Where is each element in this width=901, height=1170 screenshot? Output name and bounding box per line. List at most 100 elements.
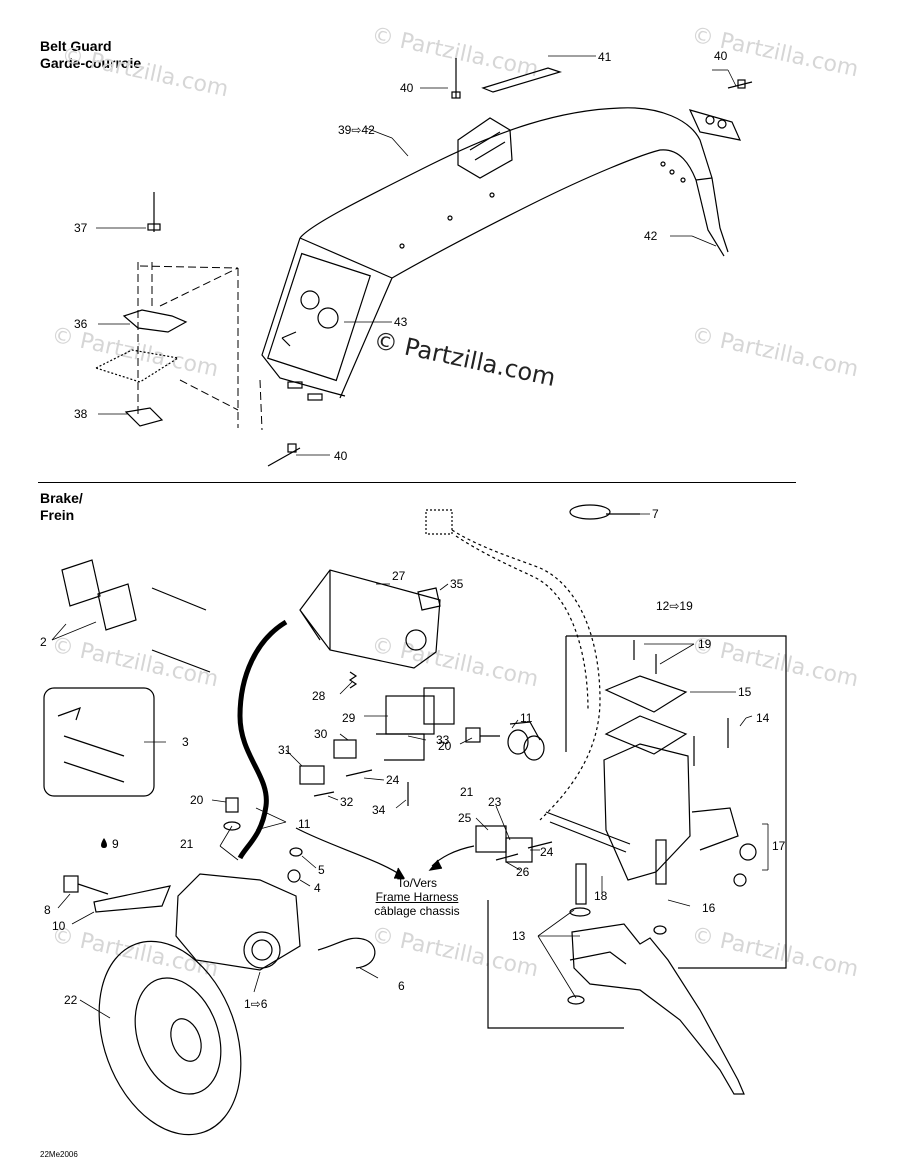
callout-37: 37 — [74, 221, 88, 235]
brake-title-fr: Frein — [40, 507, 75, 523]
pin-lower — [151, 649, 211, 673]
callout-21: 21 — [460, 785, 474, 799]
harness-note-line2: Frame Harness — [375, 890, 459, 904]
callout-17: 17 — [772, 839, 786, 853]
callout-11: 11 — [520, 711, 533, 725]
reservoir-diaphragm — [604, 715, 688, 755]
section-divider — [38, 482, 796, 483]
callout-1-6: 1⇨6 — [244, 997, 268, 1011]
callout-24: 24 — [540, 845, 554, 859]
banjo-bolt-20b — [465, 727, 481, 743]
callout-38: 38 — [74, 407, 88, 421]
callout-27: 27 — [392, 569, 406, 583]
switch-29 — [385, 687, 455, 735]
callout-21: 21 — [180, 837, 194, 851]
belt-guard-title-fr: Garde-courroie — [40, 55, 142, 71]
callout-42: 42 — [644, 229, 658, 243]
rivet-40-right — [727, 79, 753, 89]
spring-28 — [348, 671, 358, 689]
callout-34: 34 — [372, 803, 386, 817]
brake-pads-2 — [61, 559, 137, 631]
callout-28: 28 — [312, 689, 326, 703]
callout-29: 29 — [342, 711, 356, 725]
washer-21b — [507, 729, 529, 755]
callout-14: 14 — [756, 711, 770, 725]
bolt-37 — [147, 192, 161, 232]
callout-36: 36 — [74, 317, 88, 331]
fitting-5 — [289, 847, 303, 857]
connector-30 — [333, 739, 357, 759]
callout-35: 35 — [450, 577, 464, 591]
callout-33: 33 — [436, 733, 450, 747]
callout-32: 32 — [340, 795, 354, 809]
callout-4: 4 — [314, 881, 321, 895]
master-cylinder-frame — [566, 635, 787, 969]
belt-guard-title: Belt Guard Garde-courroie — [40, 38, 141, 72]
harness-note-line1: To/Vers — [396, 876, 438, 890]
callout-15: 15 — [738, 685, 752, 699]
frame-harness-note: To/Vers Frame Harness câblage chassis — [362, 876, 472, 918]
callout-19: 19 — [698, 637, 712, 651]
belt-guard-drawing — [261, 107, 742, 401]
callout-25: 25 — [458, 811, 472, 825]
bracket-33 — [376, 733, 425, 761]
harness-arrow — [295, 827, 403, 877]
brake-title: Brake/ Frein — [40, 490, 83, 524]
terminal-26 — [495, 853, 519, 861]
callout-20: 20 — [438, 739, 452, 753]
rivet-40-bottom — [267, 443, 301, 467]
decal-41 — [481, 67, 562, 93]
callout-13: 13 — [512, 929, 526, 943]
callout-9: 9 — [112, 837, 119, 851]
callout-18: 18 — [594, 889, 608, 903]
callout-6: 6 — [398, 979, 405, 993]
fitting-11b — [509, 721, 541, 741]
callout-39: 39⇨42 — [338, 123, 375, 137]
harness-wire-2 — [455, 535, 589, 711]
callout-7: 7 — [652, 507, 659, 521]
banjo-bolt-20a — [225, 797, 239, 813]
bracket-10 — [93, 885, 171, 913]
callout-11: 11 — [298, 817, 311, 831]
master-cylinder-body — [603, 743, 691, 881]
pin-upper — [151, 587, 207, 611]
callout-2: 2 — [40, 635, 47, 649]
alignment-lines — [137, 262, 263, 431]
reservoir-cap-15 — [604, 675, 688, 713]
bracket-36 — [122, 309, 188, 333]
brake-lever — [571, 923, 745, 1095]
brake-disc-22 — [98, 940, 242, 1136]
harness-note-line3: câblage chassis — [374, 904, 460, 918]
callout-8: 8 — [44, 903, 51, 917]
callout-16: 16 — [702, 901, 716, 915]
callout-30: 30 — [314, 727, 328, 741]
terminal-24a — [345, 769, 373, 777]
drop-icon — [101, 838, 107, 848]
harness-connector — [425, 509, 453, 535]
leader-lines-belt-guard — [96, 55, 737, 456]
terminal-32 — [313, 791, 335, 797]
connector-31 — [299, 765, 325, 785]
brake-line-6 — [317, 937, 376, 969]
callout-41: 41 — [598, 50, 612, 64]
piston-18 — [545, 811, 631, 853]
callout-3: 3 — [182, 735, 189, 749]
leader-lines-brake — [51, 513, 769, 1019]
caliper-1 — [175, 873, 301, 971]
callout-26: 26 — [516, 865, 530, 879]
terminal-24b — [527, 841, 553, 849]
diagram-code: 22Me2006 — [40, 1150, 78, 1159]
callout-40: 40 — [714, 49, 728, 63]
callout-10: 10 — [52, 919, 66, 933]
washer-21a — [223, 821, 241, 831]
callout-23: 23 — [488, 795, 502, 809]
decal-35 — [417, 587, 441, 611]
kit-box-3 — [43, 687, 155, 797]
bolt-8 — [63, 875, 109, 895]
brake-hose-11 — [237, 619, 288, 860]
pivot-bolt-13 — [575, 863, 587, 905]
callout-43: 43 — [394, 315, 408, 329]
switch-23 — [505, 837, 533, 863]
callout-40: 40 — [400, 81, 414, 95]
